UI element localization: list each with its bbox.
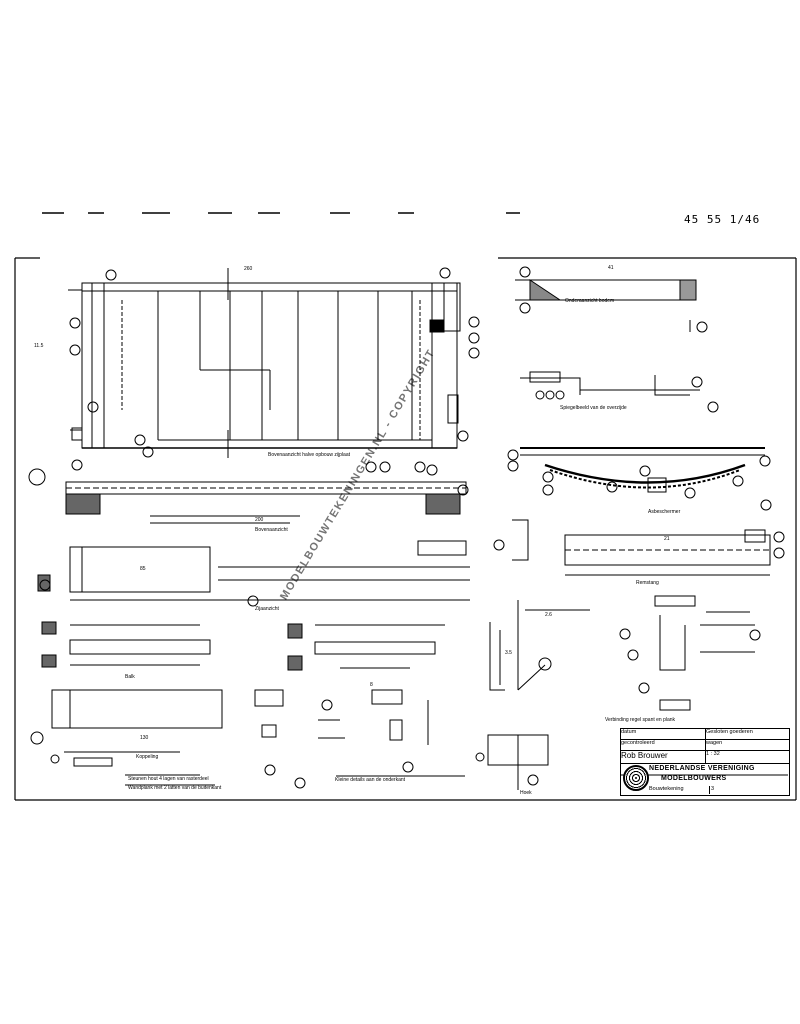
title-line-1: Gesloten goederen (706, 729, 789, 740)
dimension-text: 200 (255, 517, 264, 523)
scale-cell: 1 : 32 (706, 751, 789, 764)
small-assembly-label: Kleine details aan de onderkant (335, 777, 406, 783)
left-notes-label-2: Wandplank met 2 latten van de buitenkant (128, 785, 222, 791)
top-right-section (515, 266, 719, 413)
angle-detail-label: Hoek (520, 790, 532, 796)
left-notes-label-1: Steunen hout 4 lagen van rasterdeel (128, 776, 209, 782)
mirror-note-label: Spiegelbeeld van de overzijde (560, 405, 627, 411)
axle-label: Asbeschermer (648, 509, 681, 515)
reference-balloons (28, 267, 480, 496)
dimension-text: 85 (140, 566, 146, 572)
sheet-frame (14, 257, 797, 801)
bottom-frame-label: Bovenaanzicht (255, 527, 288, 533)
middle-details (254, 623, 465, 789)
angle-detail (475, 600, 590, 790)
dimension-text: 130 (140, 735, 149, 741)
top-view-label: Bovenaanzicht halve opbouw zijplaat (268, 452, 350, 458)
org-line-2: MODELBOUWERS (661, 775, 727, 782)
dimension-text: 11.5 (34, 343, 44, 349)
checked-cell: gecontroleerd (621, 740, 706, 751)
handbrake-label: Remstang (636, 580, 659, 586)
sheet-reference: 45 55 1/46 (684, 213, 761, 226)
leaf-spring-detail (507, 447, 772, 511)
title-block: datum Gesloten goederen gecontroleerd wa… (620, 728, 790, 796)
dimension-text: 41 (608, 265, 614, 271)
org-line-1: NEDERLANDSE VERENIGING (649, 765, 755, 772)
code-cell: Bouwtekening (649, 786, 710, 794)
beam-label: Balk (125, 674, 135, 680)
couplings-label: Koppeling (136, 754, 159, 760)
title-line-2: wagen (706, 740, 789, 751)
dimensions-label: Verbinding regel spant en plank (605, 717, 676, 723)
coupling-detail (619, 595, 761, 711)
dimension-text: 8 (370, 682, 373, 688)
chassis-label: Onderaanzicht bodem (565, 298, 615, 304)
dimension-text: 3.5 (505, 650, 512, 656)
wagon-side-view (68, 268, 461, 458)
dimension-text: 21 (664, 536, 670, 542)
dimension-text: 260 (244, 266, 253, 272)
drawn-by: Rob Brouwer (621, 751, 706, 764)
date-cell: datum (621, 729, 706, 740)
association-seal-logo (623, 765, 649, 791)
sheet-number: 3 (711, 786, 715, 792)
mid-detail-label: Zijaanzicht (255, 606, 279, 612)
chassis-strip (65, 481, 467, 524)
dimension-text: 2.6 (545, 612, 552, 618)
left-detail-parts (30, 540, 470, 786)
brake-rod-detail (493, 519, 785, 576)
